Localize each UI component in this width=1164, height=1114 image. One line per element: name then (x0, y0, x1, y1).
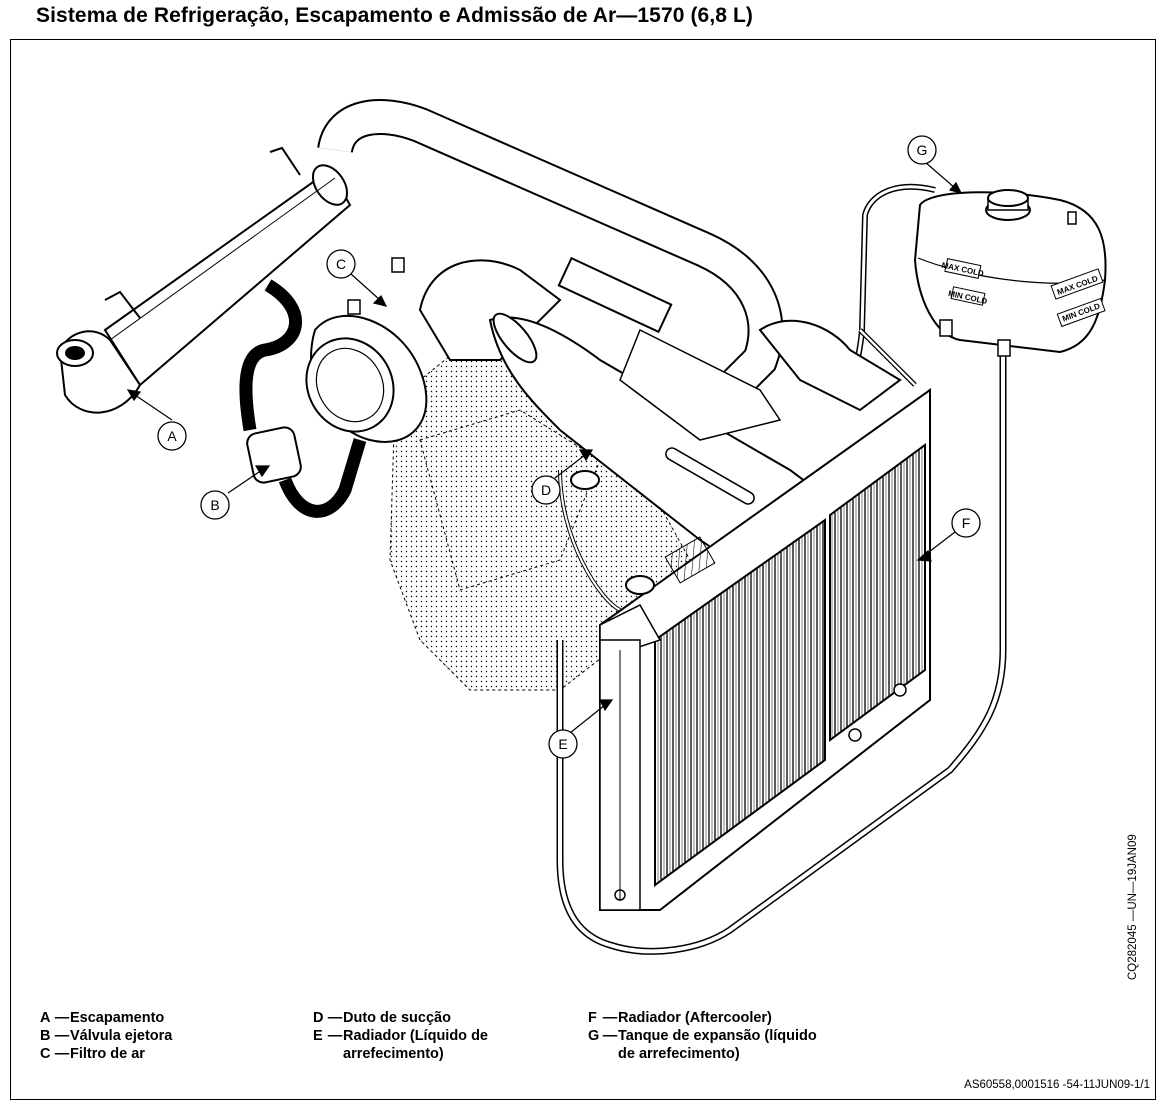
legend-column-3: F—Radiador (Aftercooler) G—Tanque de exp… (588, 1009, 817, 1063)
callout-b: B (200, 490, 230, 520)
document-reference: AS60558,0001516 -54-11JUN09-1/1 (964, 1079, 1150, 1091)
svg-text:D: D (541, 482, 551, 498)
legend-item-e-continued: arrefecimento) (343, 1046, 444, 1062)
radiator-assembly (599, 319, 931, 911)
legend-column-1: A—Escapamento B—Válvula ejetora C—Filtro… (40, 1009, 172, 1063)
expansion-tank: MAX COLD MIN COLD MAX COLD MIN COLD (913, 189, 1107, 357)
callout-e: E (548, 729, 578, 759)
legend-item-d: D—Duto de sucção (313, 1010, 451, 1026)
callout-f: F (951, 508, 981, 538)
legend-item-b: B—Válvula ejetora (40, 1028, 173, 1044)
air-filter (305, 257, 428, 443)
callout-g: G (907, 135, 937, 165)
svg-text:F: F (962, 515, 971, 531)
legend-item-g: G—Tanque de expansão (líquido (588, 1028, 817, 1044)
legend-item-a: A—Escapamento (40, 1010, 165, 1026)
ejector-valve (239, 279, 367, 518)
svg-text:B: B (210, 497, 219, 513)
svg-text:E: E (558, 736, 567, 752)
legend-column-2: D—Duto de sucção E—Radiador (Líquido de … (313, 1009, 488, 1063)
svg-text:A: A (167, 428, 177, 444)
legend-item-g-continued: de arrefecimento) (618, 1046, 740, 1062)
callout-leaders (126, 161, 963, 734)
svg-text:C: C (336, 256, 346, 272)
suction-duct (418, 256, 832, 562)
legend-item-e: E—Radiador (Líquido de (313, 1028, 488, 1044)
page-title: Sistema de Refrigeração, Escapamento e A… (36, 4, 753, 27)
figure-frame (10, 39, 1156, 1100)
figure-code: CQ282045 —UN—19JAN09 (1127, 834, 1139, 980)
callout-a: A (157, 421, 187, 451)
callout-c: C (326, 249, 356, 279)
legend-item-c: C—Filtro de ar (40, 1046, 145, 1062)
callout-d: D (531, 475, 561, 505)
legend-item-f: F—Radiador (Aftercooler) (588, 1010, 772, 1026)
svg-text:G: G (917, 142, 928, 158)
exhaust-muffler (56, 146, 352, 414)
